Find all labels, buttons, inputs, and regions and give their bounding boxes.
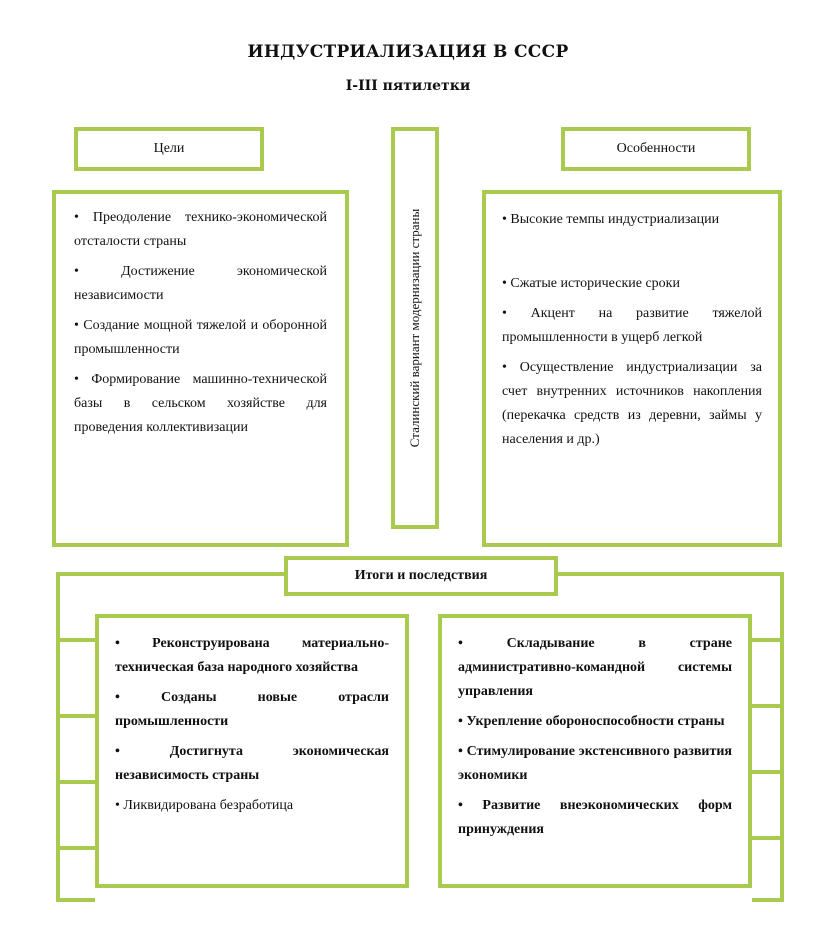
- results-header: Итоги и последствия: [284, 556, 558, 596]
- results-right-item: Складывание в стране административно-ком…: [458, 632, 732, 704]
- features-header-label: Особенности: [616, 141, 696, 156]
- goals-item: Преодоление технико-экономической отстал…: [74, 206, 327, 254]
- goals-item: Достижение экономической независимости: [74, 260, 327, 308]
- results-right-item: Развитие внеэкономических форм принужден…: [458, 794, 732, 842]
- results-header-label: Итоги и последствия: [354, 568, 488, 583]
- goals-item: Формирование машинно-технической базы в …: [74, 368, 327, 440]
- features-item: Высокие темпы индустриализации: [502, 208, 762, 232]
- results-left-item: Реконструирована материально-техническая…: [115, 632, 389, 680]
- modernization-vertical-label: Сталинский вариант модернизации страны: [407, 208, 423, 448]
- results-right-box: Складывание в стране административно-ком…: [438, 614, 752, 888]
- results-left-item: Достигнута экономическая независимость с…: [115, 740, 389, 788]
- goals-list: Преодоление технико-экономической отстал…: [74, 206, 327, 440]
- results-left-item: Ликвидирована безработица: [115, 794, 389, 818]
- results-left-list: Реконструирована материально-техническая…: [115, 632, 389, 818]
- results-left-item: Созданы новые отрасли промышленности: [115, 686, 389, 734]
- results-right-item: Укрепление обороноспособности страны: [458, 710, 732, 734]
- page-subtitle: I-III пятилетки: [345, 78, 471, 94]
- features-item: Осуществление индустриализации за счет в…: [502, 356, 762, 452]
- results-right-item: Стимулирование экстенсивного развития эк…: [458, 740, 732, 788]
- features-list: Высокие темпы индустриализации Сжатые ис…: [502, 208, 762, 452]
- features-item: Акцент на развитие тяжелой промышленност…: [502, 302, 762, 350]
- goals-header: Цели: [74, 127, 264, 171]
- goals-item: Создание мощной тяжелой и оборонной пром…: [74, 314, 327, 362]
- goals-header-label: Цели: [153, 141, 185, 156]
- modernization-vertical-box: Сталинский вариант модернизации страны: [391, 127, 439, 529]
- results-right-list: Складывание в стране административно-ком…: [458, 632, 732, 842]
- page-title: ИНДУСТРИАЛИЗАЦИЯ В СССР: [247, 42, 569, 62]
- goals-box: Преодоление технико-экономической отстал…: [52, 190, 349, 547]
- features-header: Особенности: [561, 127, 751, 171]
- features-box: Высокие темпы индустриализации Сжатые ис…: [482, 190, 782, 547]
- features-item: Сжатые исторические сроки: [502, 272, 762, 296]
- results-left-box: Реконструирована материально-техническая…: [95, 614, 409, 888]
